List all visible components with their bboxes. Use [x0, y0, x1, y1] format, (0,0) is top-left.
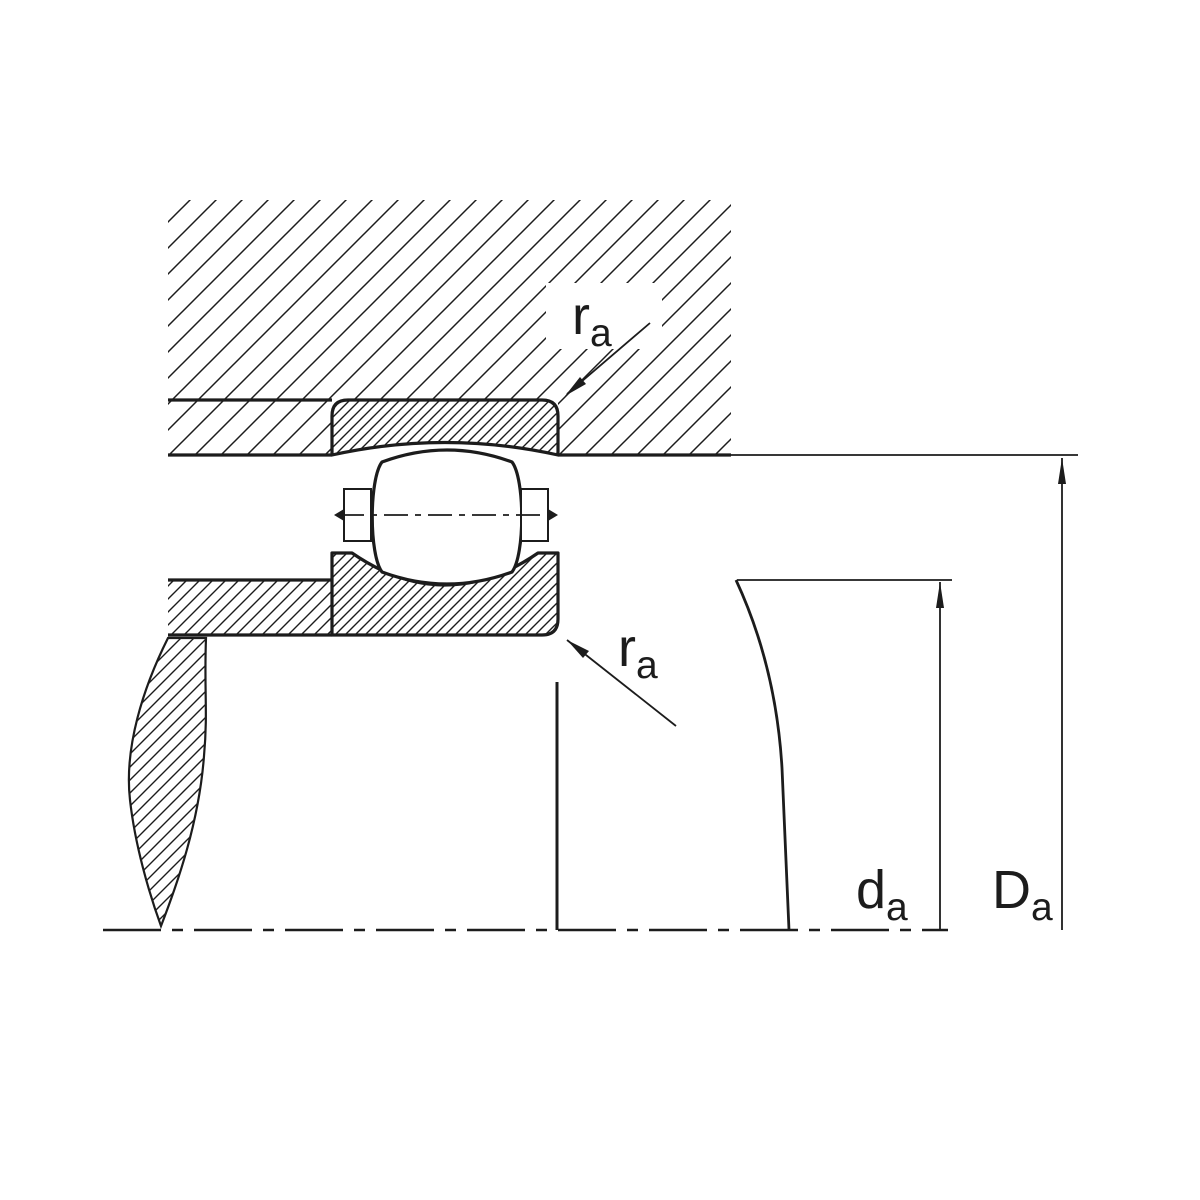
shaft-shoulder-contour	[734, 579, 791, 931]
shaft-breakout-section	[127, 636, 208, 930]
label-clearance-box	[546, 283, 662, 349]
dimension-da	[936, 582, 944, 930]
label-ra-top: ra	[572, 286, 612, 355]
label-da: da	[856, 860, 908, 929]
outer-ring-section	[330, 398, 560, 457]
dimension-Da	[1058, 458, 1066, 930]
shaft-outline	[168, 578, 332, 637]
arrow-ra-bottom	[567, 640, 589, 658]
arrow-ra-top	[565, 377, 586, 396]
label-Da: Da	[992, 860, 1053, 929]
leader-ra-top	[565, 322, 651, 396]
arrow-da	[936, 582, 944, 608]
housing-section	[168, 200, 731, 455]
label-ra-bottom: ra	[618, 618, 658, 687]
shaft-shoulder-section	[168, 580, 332, 635]
extension-lines	[731, 454, 1078, 581]
leader-ra-bottom	[566, 639, 677, 727]
housing-outline	[168, 398, 731, 457]
cage-notch-left	[334, 509, 344, 521]
arrow-Da	[1058, 458, 1066, 484]
barrel-roller	[370, 448, 524, 586]
